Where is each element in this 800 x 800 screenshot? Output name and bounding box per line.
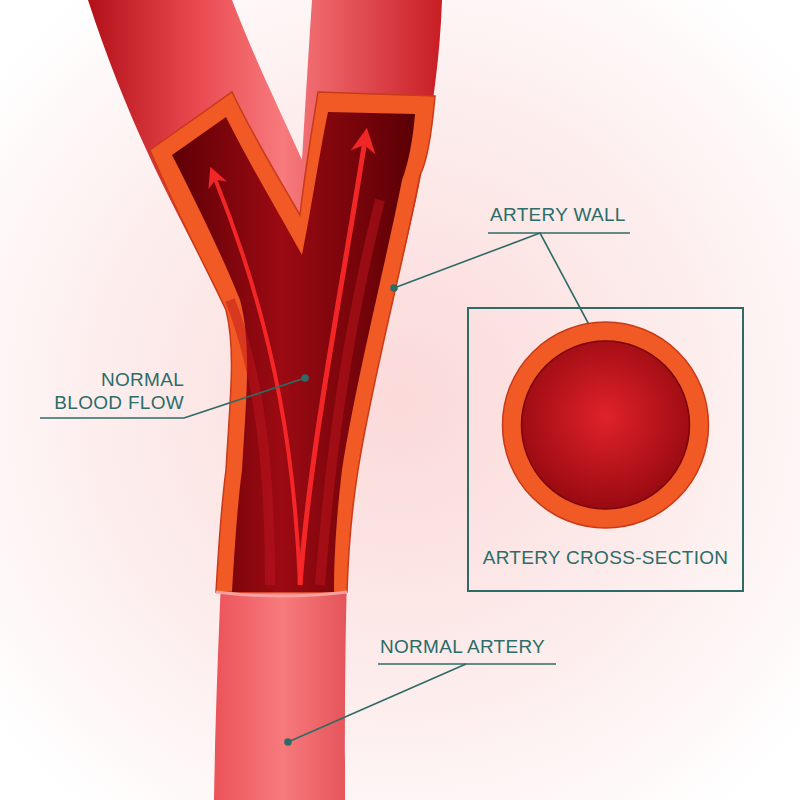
leader-line <box>184 378 305 418</box>
flow-arrow <box>300 140 365 585</box>
part-label: NORMAL ARTERY <box>380 635 620 658</box>
leader-dot <box>302 375 308 381</box>
leader-dot <box>391 285 397 291</box>
label-underline <box>488 232 630 234</box>
flow-arrow <box>214 176 300 585</box>
label-underline <box>378 663 556 665</box>
flow-streak <box>320 200 380 585</box>
part-label: ARTERY WALL <box>490 203 690 226</box>
box-caption: ARTERY CROSS-SECTION <box>483 546 729 569</box>
flow-streak <box>230 300 270 585</box>
leader-line <box>288 664 466 742</box>
artery-lumen-section <box>522 341 690 509</box>
leader-line <box>540 233 594 334</box>
cut-rim <box>216 592 347 596</box>
leader-dot <box>285 739 291 745</box>
artery-lumen <box>172 112 415 592</box>
artery-wall-ring <box>503 322 709 528</box>
cross-section-box: ARTERY CROSS-SECTION <box>467 307 744 592</box>
part-label: NORMAL BLOOD FLOW <box>46 368 184 414</box>
artery-wall-cut <box>150 92 435 592</box>
label-underline <box>40 417 184 419</box>
leader-line <box>394 233 540 288</box>
